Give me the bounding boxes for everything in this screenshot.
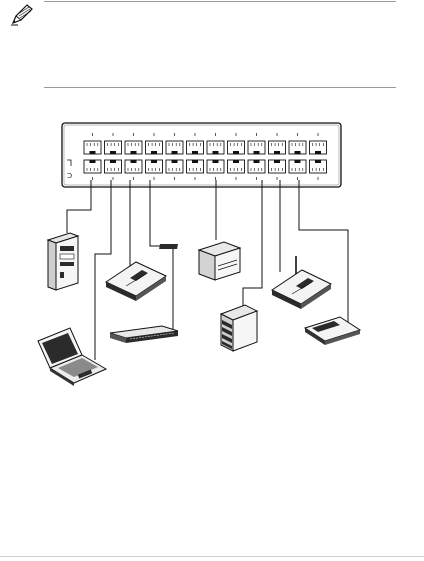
network-switch: ᑐ xyxy=(62,123,341,187)
port-latch xyxy=(295,160,301,163)
switch-led-glyph: ᑐ xyxy=(67,173,72,180)
port-latch xyxy=(213,151,219,154)
cable-rack-switch xyxy=(150,180,173,330)
printer-icon xyxy=(159,242,240,280)
port-latch xyxy=(315,160,321,163)
port-latch xyxy=(131,151,137,154)
port-latch xyxy=(110,160,116,163)
port-latch xyxy=(213,160,219,163)
port-latch xyxy=(110,151,116,154)
port-latch xyxy=(254,151,260,154)
port-latch xyxy=(274,160,280,163)
port-latch xyxy=(315,151,321,154)
port-latch xyxy=(295,151,301,154)
port-latch xyxy=(254,160,260,163)
cable-file-server xyxy=(243,180,262,306)
cable-desktop-pc xyxy=(67,180,91,233)
port-latch xyxy=(151,151,157,154)
laptop-icon xyxy=(38,328,106,386)
router-icon xyxy=(106,262,166,301)
port-latch xyxy=(274,151,280,154)
tower-pc-icon xyxy=(48,233,78,290)
port-latch xyxy=(233,151,239,154)
port-latch xyxy=(151,160,157,163)
port-latch xyxy=(192,151,198,154)
cable-laptop xyxy=(95,180,111,360)
server-icon xyxy=(221,305,257,351)
switch-chassis xyxy=(62,123,341,187)
port-latch xyxy=(172,151,178,154)
wireless-router-icon xyxy=(272,256,331,309)
hub-icon xyxy=(305,317,360,345)
rack-switch-icon xyxy=(110,326,178,343)
port-latch xyxy=(233,160,239,163)
port-latch xyxy=(172,160,178,163)
port-latch xyxy=(131,160,137,163)
port-latch xyxy=(192,160,198,163)
port-latch xyxy=(90,151,96,154)
port-latch xyxy=(90,160,96,163)
